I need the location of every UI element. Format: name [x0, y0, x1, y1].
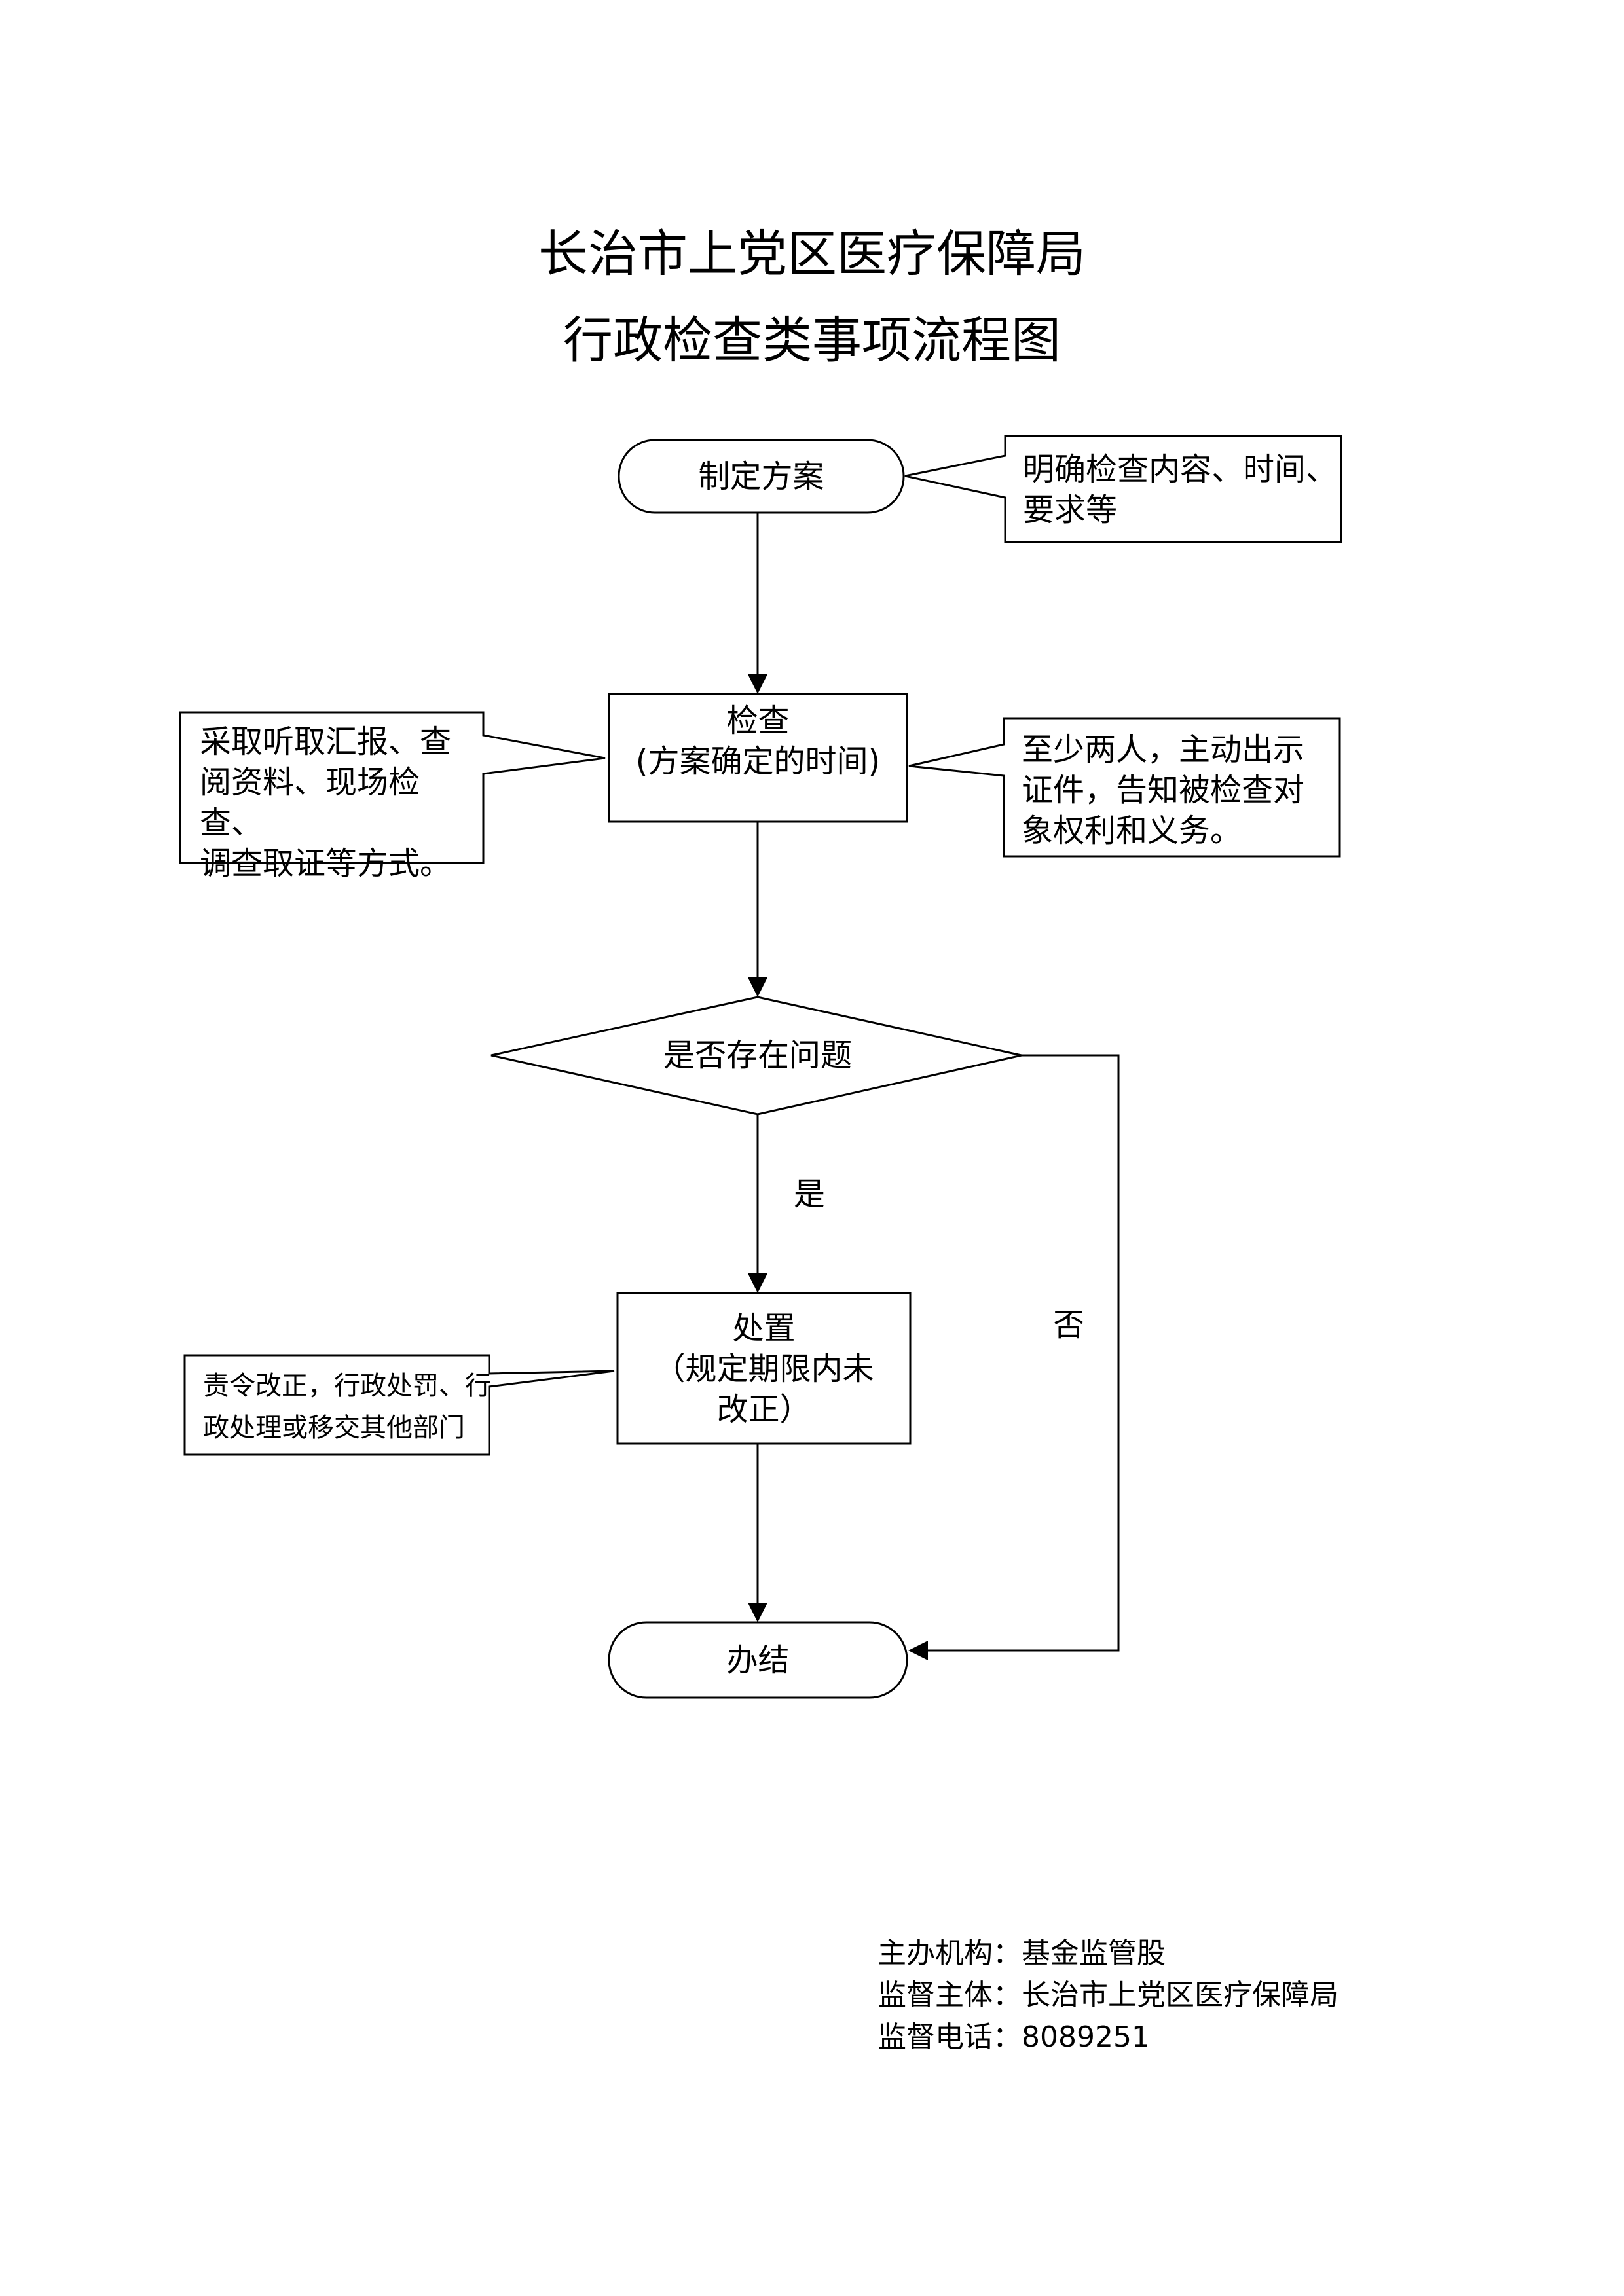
decision-label: 是否存在问题	[663, 1037, 852, 1074]
inspect-box	[608, 693, 908, 823]
edge-label-no: 否	[1053, 1307, 1085, 1343]
edge-label-yes: 是	[794, 1176, 826, 1212]
inspect-staff-note: 至少两人，主动出示 证件，告知被检查对 象权利和义务。	[1022, 731, 1305, 849]
inspect-label: 检查 (方案确定的时间)	[635, 702, 881, 780]
plan-terminal	[618, 439, 905, 514]
end-terminal	[608, 1621, 908, 1699]
plan-label: 制定方案	[698, 458, 824, 495]
disposal-box	[616, 1292, 912, 1445]
disposal-note-callout	[183, 1354, 615, 1456]
disposal-label: 处置 （规定期限内未 改正）	[654, 1310, 874, 1428]
inspect-method-callout	[179, 711, 606, 864]
plan-note-callout	[904, 435, 1342, 543]
arrow-decision-no-to-end	[908, 1054, 1120, 1660]
page-subtitle: 行政检查类事项流程图	[563, 311, 1061, 369]
page-title: 长治市上党区医疗保障局	[538, 225, 1086, 283]
plan-note: 明确检查内容、时间、 要求等	[1023, 451, 1338, 528]
disposal-note: 责令改正，行政处罚、行 政处理或移交其他部门	[203, 1371, 491, 1443]
end-label: 办结	[726, 1642, 790, 1679]
footer-organizer: 主办机构：基金监管股	[877, 1937, 1166, 1970]
footer-supervisor: 监督主体：长治市上党区医疗保障局	[877, 1978, 1338, 2012]
inspect-method-note: 采取听取汇报、查 阅资料、现场检查、 调查取证等方式。	[200, 723, 452, 882]
footer-phone: 监督电话：8089251	[877, 2020, 1150, 2054]
inspect-staff-callout	[908, 717, 1341, 858]
